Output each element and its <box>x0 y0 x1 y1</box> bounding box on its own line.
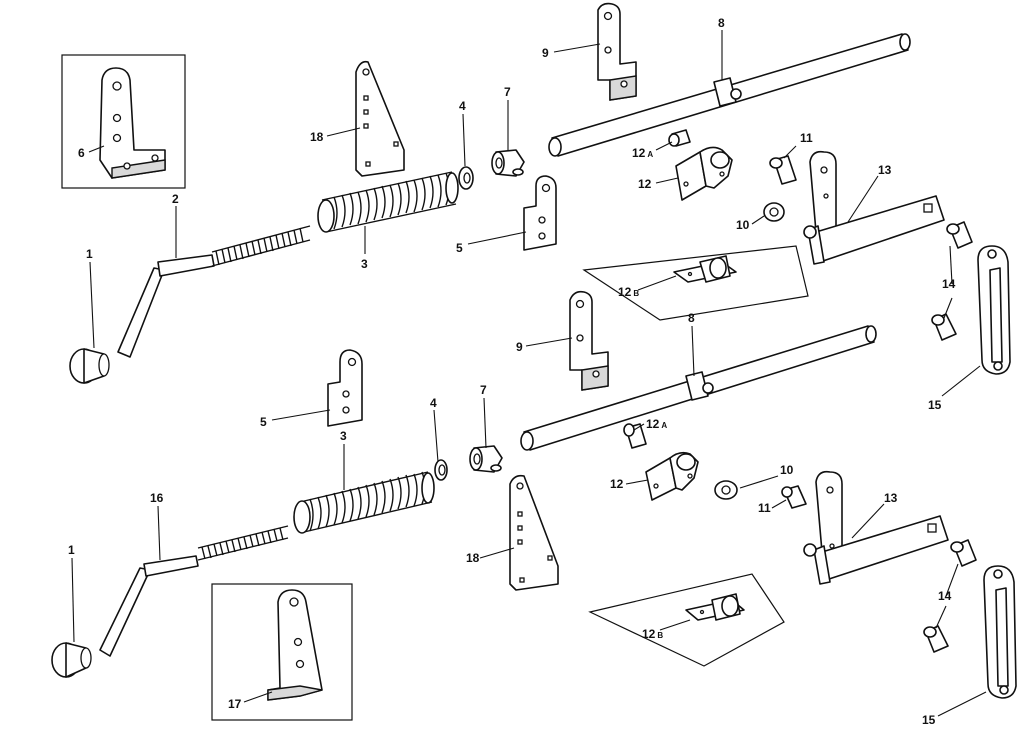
part-12A-pin-lower <box>623 423 647 449</box>
part-13-arm-upper <box>803 150 945 265</box>
part-12-hinge-lower <box>645 451 699 501</box>
part-16-rod-lower <box>99 525 289 657</box>
part-12A-pin-upper <box>668 129 691 147</box>
callout-11-lower: 11 <box>758 501 771 515</box>
callout-18-upper: 18 <box>310 130 324 144</box>
part-15-link-upper <box>977 245 1011 375</box>
part-9-bracket-lower <box>569 290 609 391</box>
part-5-bracket-upper <box>523 175 557 251</box>
callout-16: 16 <box>150 491 164 505</box>
part-9-bracket-upper <box>597 2 637 101</box>
part-13-arm-lower <box>803 470 949 585</box>
leader-lines <box>71 30 987 717</box>
callout-13-upper: 13 <box>878 163 892 177</box>
part-7-coupling-lower <box>469 445 503 473</box>
callout-14-upper: 14 <box>942 277 956 291</box>
part-11-pin-lower <box>781 485 807 509</box>
part-14-bushing-upper-a <box>946 221 973 249</box>
callout-7-lower: 7 <box>480 383 487 397</box>
callout-11-upper: 11 <box>800 131 813 145</box>
callout-8-upper: 8 <box>718 16 725 30</box>
part-12B-block-lower <box>685 593 745 621</box>
part-11-pin-upper <box>769 155 797 185</box>
part-7-coupling-upper <box>491 149 525 177</box>
inset-box-12B-upper <box>582 245 809 321</box>
part-4-washer-lower <box>434 459 448 481</box>
part-12-hinge-upper <box>675 146 733 201</box>
inset-box-17 <box>211 583 353 721</box>
callout-17: 17 <box>228 697 242 711</box>
part-14-bushing-lower-b <box>923 625 949 653</box>
part-18-plate-upper <box>355 60 405 177</box>
callout-9-lower: 9 <box>516 340 523 354</box>
part-8-shaft-upper <box>548 33 911 157</box>
callout-9-upper: 9 <box>542 46 549 60</box>
callout-10-lower: 10 <box>780 463 794 477</box>
callout-4-upper: 4 <box>459 99 466 113</box>
part-15-link-lower <box>983 565 1017 699</box>
callout-7-upper: 7 <box>504 85 511 99</box>
part-14-bushing-lower-a <box>950 539 977 567</box>
part-3-spring-lower <box>293 471 435 534</box>
part-18-plate-lower <box>509 474 559 591</box>
part-5-bracket-lower <box>327 349 363 427</box>
part-14-bushing-upper-b <box>931 313 957 341</box>
callout-15-upper: 15 <box>928 398 942 412</box>
part-8-shaft-lower <box>520 325 877 451</box>
part-4-washer-upper <box>458 166 474 190</box>
callout-12-upper: 12 <box>638 177 652 191</box>
part-1-knob-upper <box>69 348 110 384</box>
callout-6: 6 <box>78 146 85 160</box>
callout-5-lower: 5 <box>260 415 267 429</box>
callout-12-lower: 12 <box>610 477 624 491</box>
part-17-bracket <box>267 589 323 701</box>
callout-5-upper: 5 <box>456 241 463 255</box>
callout-4-lower: 4 <box>430 396 437 410</box>
part-1-knob-lower <box>51 642 92 678</box>
inset-box-6 <box>61 54 186 189</box>
callout-14-lower: 14 <box>938 589 952 603</box>
part-3-spring-upper <box>317 171 459 233</box>
callout-3-upper: 3 <box>361 257 368 271</box>
part-10-washer-lower <box>714 480 738 500</box>
part-12B-block-upper <box>673 255 737 283</box>
part-2-rod-upper <box>117 225 311 358</box>
callout-3-lower: 3 <box>340 429 347 443</box>
part-6-bracket <box>99 67 166 179</box>
callout-15-lower: 15 <box>922 713 936 727</box>
callout-8-lower: 8 <box>688 311 695 325</box>
inset-box-12B-lower <box>588 573 785 667</box>
callout-10-upper: 10 <box>736 218 750 232</box>
callout-18-lower: 18 <box>466 551 480 565</box>
callout-13-lower: 13 <box>884 491 898 505</box>
part-10-washer-upper <box>763 202 785 222</box>
callout-1-upper: 1 <box>86 247 93 261</box>
callout-2: 2 <box>172 192 179 206</box>
callout-1-lower: 1 <box>68 543 75 557</box>
